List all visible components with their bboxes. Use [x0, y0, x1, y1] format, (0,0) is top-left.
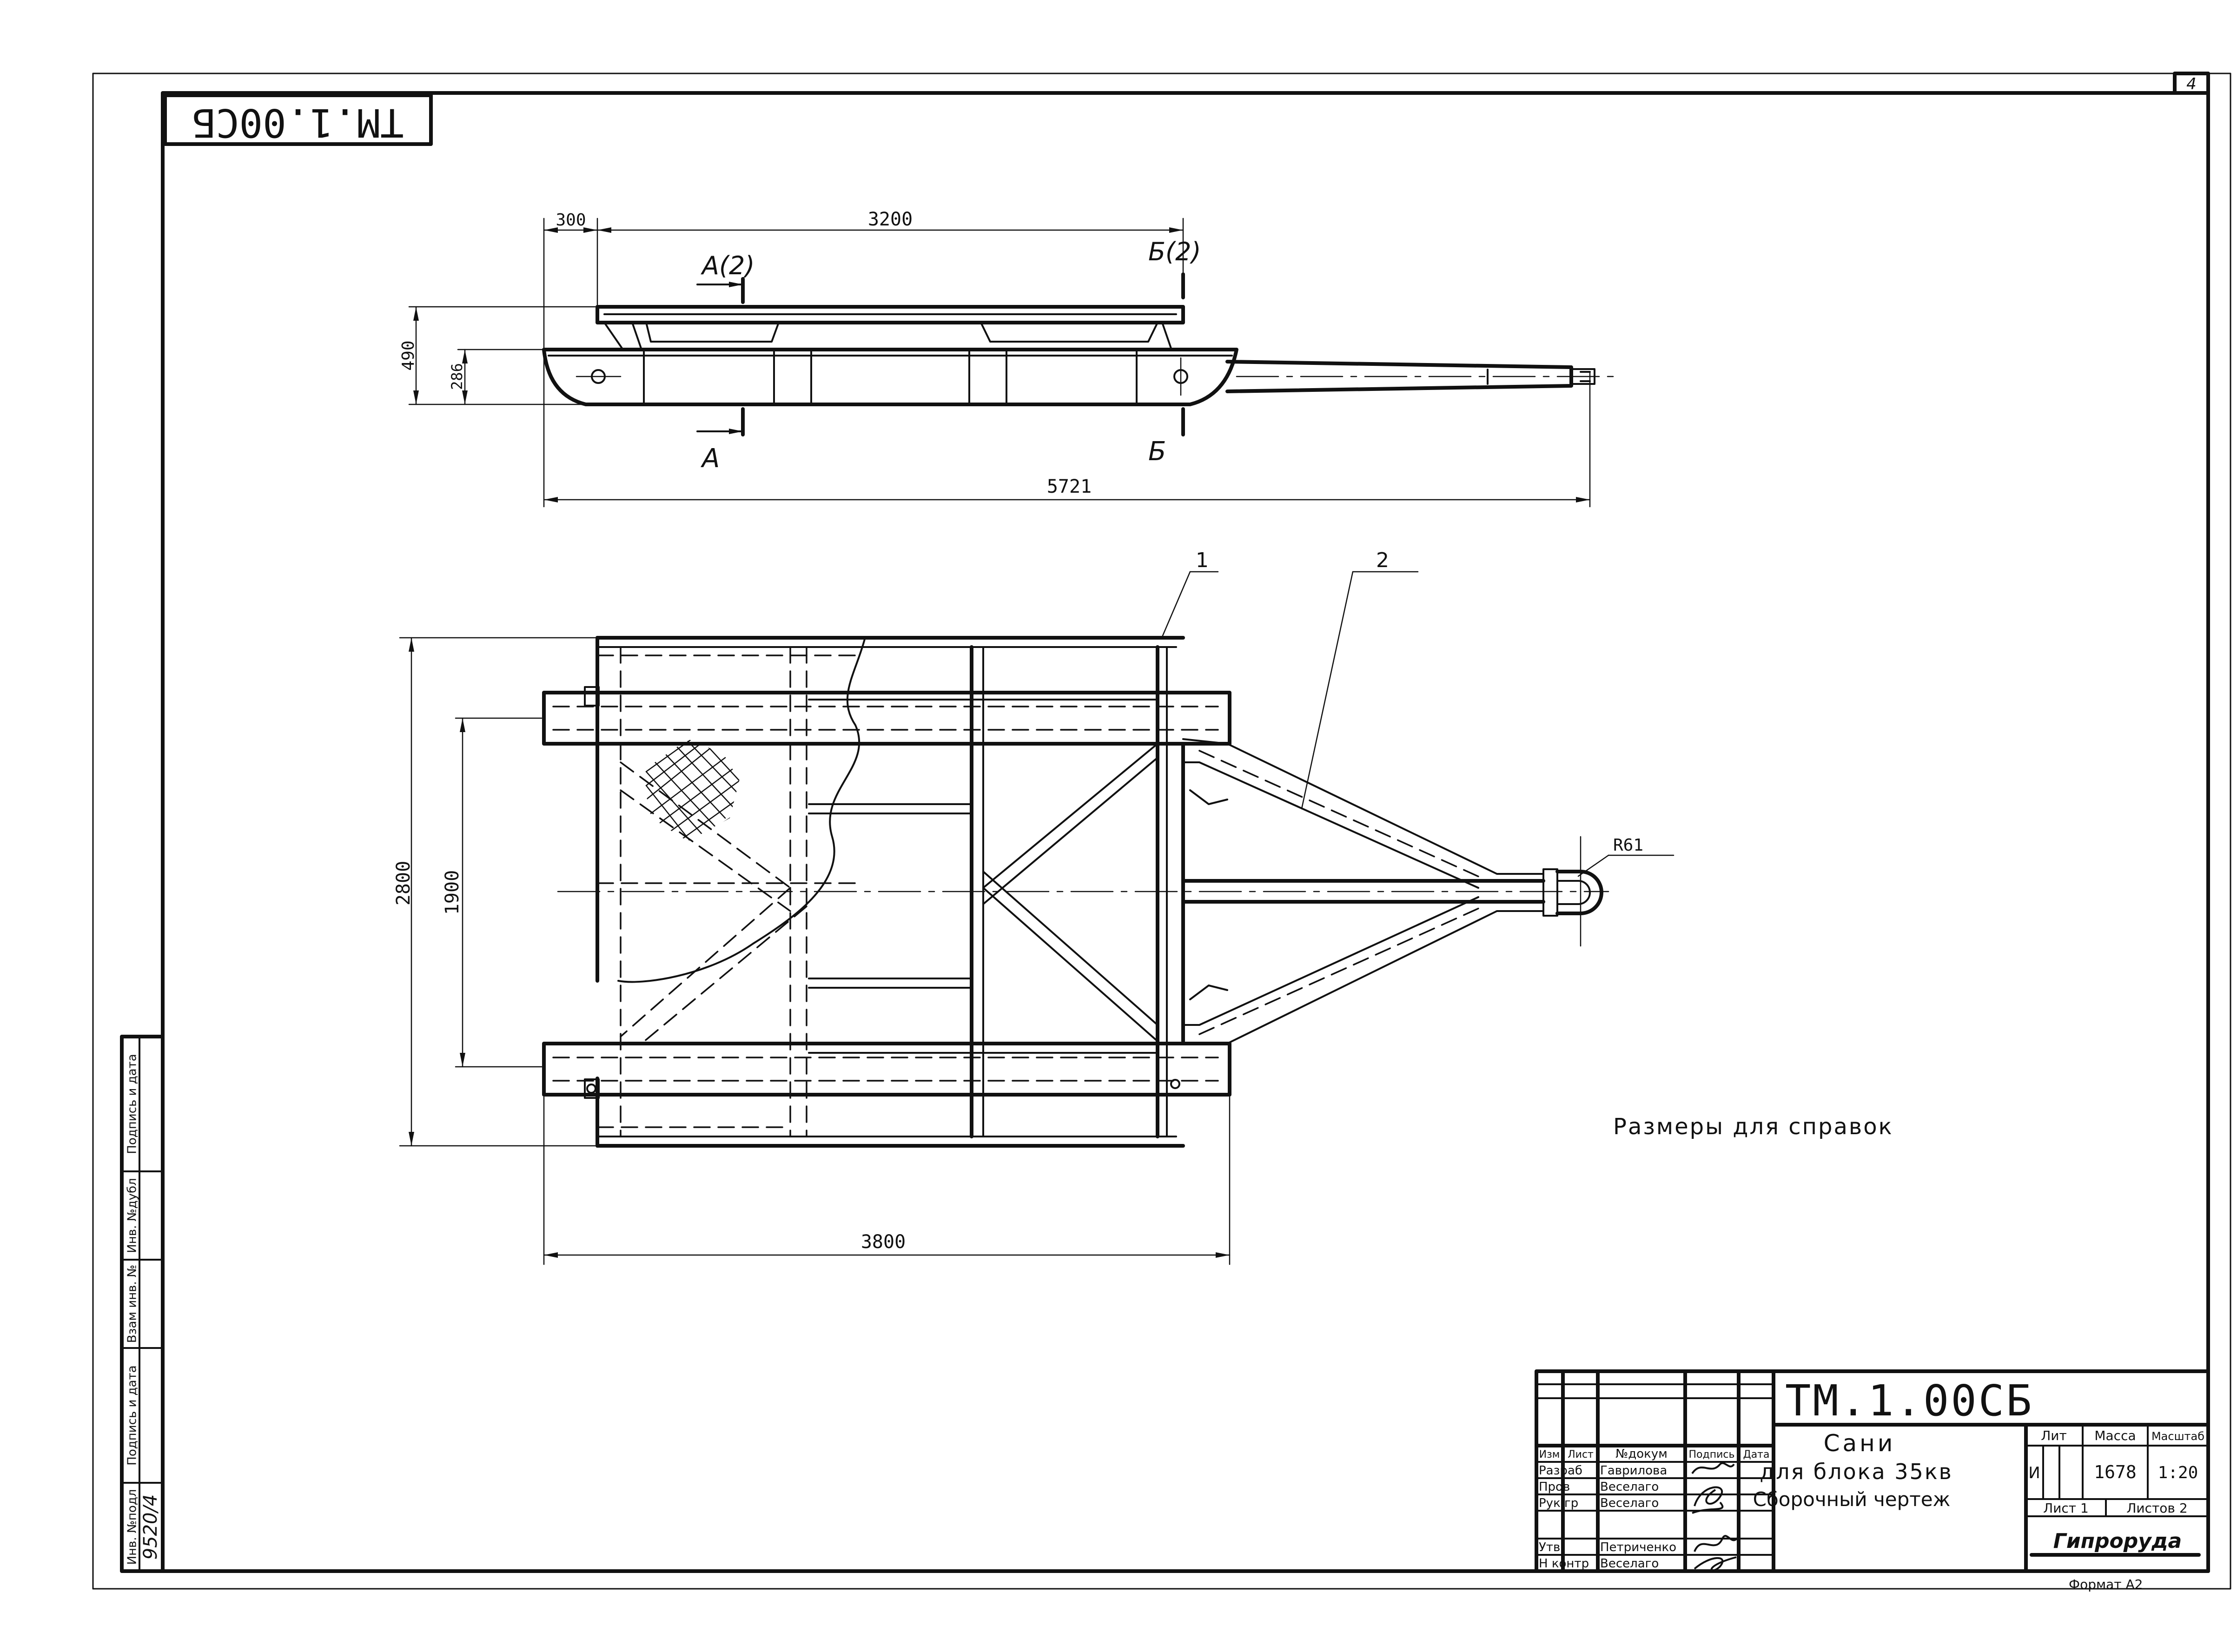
strip-cell-inv-original: Инв. №подл	[126, 1489, 139, 1565]
header-col-doc: №докум	[1615, 1447, 1668, 1461]
dim-3800: 3800	[861, 1231, 906, 1253]
row-name-group-lead: Веселаго	[1600, 1496, 1659, 1510]
sheet-label: Лист 1	[2043, 1500, 2089, 1516]
title-line-1: Сани	[1824, 1430, 1896, 1457]
header-col-sheet: Лист	[1568, 1449, 1594, 1460]
row-role-checker: Пров	[1539, 1480, 1570, 1494]
row-name-approver: Петриченко	[1600, 1540, 1676, 1554]
signature-group-lead	[1692, 1501, 1724, 1514]
lit-value: И	[2028, 1464, 2040, 1482]
header-col-date: Дата	[1743, 1449, 1770, 1460]
title-doc-code: ТМ.1.00СБ	[1785, 1376, 2034, 1426]
inventory-number: 9520/4	[140, 1494, 161, 1560]
row-role-approver: Утв	[1539, 1540, 1560, 1554]
side-view: А(2) Б(2) А Б	[542, 237, 1619, 474]
row-name-developer: Гаврилова	[1600, 1464, 1667, 1478]
dim-1900: 1900	[442, 870, 463, 915]
strip-cell-replaced-inv: Взам инв. №	[126, 1265, 139, 1343]
sheet-number-box: 4	[2173, 72, 2210, 95]
left-stamp-strip: Инв. №подл Подпись и дата Взам инв. № Ин…	[120, 1035, 165, 1573]
sheets-label: Листов 2	[2126, 1500, 2187, 1516]
reference-dimensions-note: Размеры для справок	[1613, 1114, 1893, 1140]
title-line-2: для блока 35кв	[1760, 1459, 1952, 1484]
title-block: ТМ.1.00СБ Изм Лист №докум Подпись Дата Р…	[1535, 1369, 2210, 1573]
strip-cell-signature-date-2: Подпись и дата	[126, 1054, 139, 1154]
sheet-format-label: Формат А2	[2069, 1577, 2143, 1592]
dim-300: 300	[556, 211, 586, 230]
dim-286: 286	[448, 363, 466, 390]
strip-cell-signature-date-1: Подпись и дата	[126, 1365, 139, 1465]
rotated-code-box: ТМ.1.00СБ	[163, 93, 433, 146]
dim-5721: 5721	[1047, 476, 1092, 497]
row-role-group-lead: Рук гр	[1539, 1496, 1578, 1510]
row-name-norm-control: Веселаго	[1600, 1557, 1659, 1571]
lit-label: Лит	[2041, 1428, 2067, 1443]
mass-value: 1678	[2094, 1462, 2137, 1482]
callout-2: 2	[1376, 548, 1389, 572]
callout-1: 1	[1196, 548, 1209, 572]
title-line-3: Сборочный чертеж	[1753, 1488, 1951, 1511]
row-role-norm-control: Н контр	[1539, 1557, 1589, 1571]
side-view-dimensions: 300 3200 5721 490 286	[399, 209, 1591, 508]
header-col-change: Изм	[1539, 1449, 1560, 1460]
section-b-top-label: Б(2)	[1148, 237, 1201, 266]
plan-view	[542, 636, 1609, 1148]
plan-view-dimensions: 2800 1900 3800 R61 1 2	[393, 548, 1674, 1265]
dim-2800: 2800	[393, 861, 414, 905]
mass-label: Масса	[2094, 1428, 2136, 1443]
sheet-frame	[92, 73, 2231, 1590]
signature-developer	[1691, 1462, 1735, 1474]
dim-490: 490	[399, 340, 418, 370]
dim-3200: 3200	[868, 209, 913, 230]
signature-approver	[1694, 1535, 1740, 1552]
row-name-checker: Веселаго	[1600, 1480, 1659, 1494]
section-a-top-label: А(2)	[701, 251, 754, 280]
dim-r61: R61	[1613, 836, 1643, 855]
section-a-bottom-label: А	[701, 443, 720, 474]
section-b-bottom-label: Б	[1148, 436, 1166, 467]
organization-logo: Гипроруда	[2053, 1529, 2182, 1553]
scale-value: 1:20	[2158, 1463, 2198, 1482]
row-role-developer: Разраб	[1539, 1464, 1582, 1478]
strip-cell-inv-duplicate: Инв. №дубл	[126, 1178, 139, 1253]
header-col-signature: Подпись	[1689, 1449, 1735, 1460]
scale-label: Масштаб	[2151, 1430, 2204, 1443]
signature-checker	[1694, 1486, 1723, 1507]
signature-norm-control	[1694, 1556, 1737, 1572]
sheet-number: 4	[2186, 75, 2197, 93]
rotated-doc-code: ТМ.1.00СБ	[192, 100, 404, 145]
